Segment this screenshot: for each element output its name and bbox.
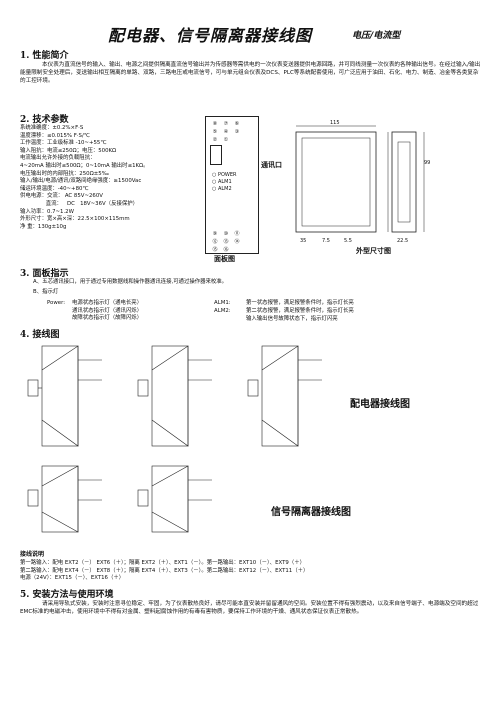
terminal-label: ①: [223, 137, 229, 143]
terminal-label: ⑩: [223, 231, 229, 237]
top-terminals: ⑧ ⑦ ⑥ ⑤ ④ ③ ② ①: [210, 121, 252, 144]
section-2-heading: 2. 技术参数: [20, 115, 69, 125]
spec-line: 4~20mA 输出时≤500Ω；0~10mA 输出时≤1KΩ。: [20, 162, 149, 169]
wiring-diagrams: [27, 345, 322, 533]
terminal-label: ⑫: [212, 239, 218, 245]
distributor-wiring-label: 配电器接线图: [350, 399, 410, 410]
alm2-desc: 第二状态报警，满足报警条件时，指示灯长亮: [246, 308, 354, 314]
power-line: 电源状态指示灯（通电长亮）: [72, 300, 143, 306]
spec-line: 输入功率：0.7~1.2W: [20, 208, 74, 215]
section-5-paragraph: 请采用导轨式安装，安装时注意寻位稳定、牢固，为了仪表散热良好，请尽可能本直安装并…: [20, 601, 479, 615]
section-1-paragraph: 本仪表为直流信号的输入、输出、电源之间提供隔离直流信号输出并为传感器等需供电的一…: [20, 62, 481, 84]
dim-b: 7.5: [322, 238, 330, 244]
spec-line: 供电电源：交流： AC 85V~260V: [20, 193, 103, 200]
terminal-label: ⑭: [234, 239, 240, 245]
section-4-heading: 4. 接线图: [20, 330, 60, 340]
led-list: ○ POWER ○ ALM1 ○ ALM2: [212, 172, 236, 193]
dim-depth: 22.5: [397, 238, 409, 244]
spec-line: 工作温度：工业级标准 -10~+55℃: [20, 140, 107, 147]
terminal-label: ⑪: [234, 231, 240, 237]
outline-dimension-drawing: [295, 125, 425, 233]
dim-a: 35: [300, 238, 307, 244]
alm1-desc: 第一状态报警，满足报警条件时，指示灯长亮: [246, 300, 354, 306]
wiring-line: 第一路输入：配电 EXT2（－） EXT6（＋）；隔离 EXT2（＋）、EXT1…: [20, 560, 305, 566]
terminal-label: ⑮: [212, 247, 218, 253]
terminal-label: ⑧: [212, 121, 218, 127]
spec-line: 电压输出时的内部阻抗：250Ω±5‰: [20, 170, 109, 177]
comm-port-label: 通讯口: [261, 161, 282, 169]
power-label: Power:: [47, 300, 66, 306]
terminal-label: ⑥: [234, 121, 240, 127]
alm-extra: 输入输出信号故障状态下，指示灯闪亮: [246, 316, 338, 322]
spec-line: 储运环境温度：-40~+80℃: [20, 185, 89, 192]
spec-line: 电流输出允许外接的负载阻抗：: [20, 155, 96, 162]
wiring-line: 电源（24V）：EXT15（－）、EXT16（＋）: [20, 575, 125, 582]
power-line: 故障状态指示灯（故障闪烁）: [72, 315, 143, 322]
dimension-caption: 外型尺寸图: [356, 247, 391, 255]
spec-line: 输入阻抗：电流≤250Ω；电压：500KΩ: [20, 147, 117, 154]
section-1-heading: 1. 性能简介: [20, 51, 69, 61]
section-5-heading: 5. 安装方法与使用环境: [20, 590, 114, 600]
led-power: ○ POWER: [212, 172, 237, 178]
wiring-line: 第二路输入：配电 EXT4（－） EXT8（＋）；隔离 EXT4（＋）、EXT3…: [20, 567, 309, 574]
alm1-label: ALM1:: [214, 300, 231, 306]
page-title: 配电器、信号隔离器接线图: [108, 26, 313, 45]
alm2-label: ALM2:: [214, 308, 231, 314]
dim-height: 99: [424, 160, 431, 166]
spec-line: 系统准确度：±0.2%×F·S: [20, 125, 84, 131]
terminal-label: ⑯: [223, 247, 229, 253]
terminal-label: ②: [212, 137, 218, 143]
spec-line: 输入/输出/电源/通讯/双路间绝缘强度：≥1500Vac: [20, 178, 142, 185]
power-desc: 电源状态指示灯（通电长亮） 通讯状态指示灯（通讯闪烁） 故障状态指示灯（故障闪烁…: [72, 300, 142, 323]
section-3-heading: 3. 面板指示: [20, 269, 69, 279]
terminal-label: ④: [223, 129, 229, 135]
indicator-heading: B、指示灯: [33, 289, 59, 295]
spec-line: 外形尺寸：宽×高×深：22.5×100×115mm: [20, 216, 130, 223]
wiring-notes: 第一路输入：配电 EXT2（－） EXT6（＋）；隔离 EXT2（＋）、EXT1…: [20, 560, 308, 583]
spec-line: 温度漂移：≤0.015% F·S/℃: [20, 132, 90, 139]
terminal-label: ③: [234, 129, 240, 135]
led-alm2: ○ ALM2: [212, 186, 232, 192]
spec-line: 净 重：130g±10g: [20, 223, 67, 230]
spec-line: 直流： DC 18V~36V（反接保护）: [20, 200, 139, 207]
spec-list: 系统准确度：±0.2%×F·S 温度漂移：≤0.015% F·S/℃ 工作温度：…: [20, 125, 149, 231]
panel-diagram: ⑧ ⑦ ⑥ ⑤ ④ ③ ② ① ○ POWER ○ ALM1 ○ ALM2 ⑨ …: [205, 116, 259, 254]
led-alm1: ○ ALM1: [212, 179, 232, 185]
comm-port: [210, 145, 222, 165]
panel-caption: 面板图: [214, 255, 235, 263]
terminal-label: ⑤: [212, 129, 218, 135]
bottom-terminals: ⑨ ⑩ ⑪ ⑫ ⑬ ⑭ ⑮ ⑯: [210, 231, 252, 254]
terminal-label: ⑬: [223, 239, 229, 245]
isolator-wiring-label: 信号隔离器接线图: [271, 507, 351, 518]
comm-description: A、五芯通讯接口，用于通过专用数据线和操作器通讯连接,可通过操作器来校准。: [33, 279, 228, 285]
dim-c: 5.5: [344, 238, 352, 244]
wiring-notes-heading: 接线说明: [20, 551, 45, 558]
terminal-label: ⑦: [223, 121, 229, 127]
dim-width: 115: [330, 120, 340, 126]
page-subtitle: 电压/电流型: [352, 31, 401, 41]
power-line: 通讯状态指示灯（通讯闪烁）: [72, 307, 143, 314]
terminal-label: ⑨: [212, 231, 218, 237]
